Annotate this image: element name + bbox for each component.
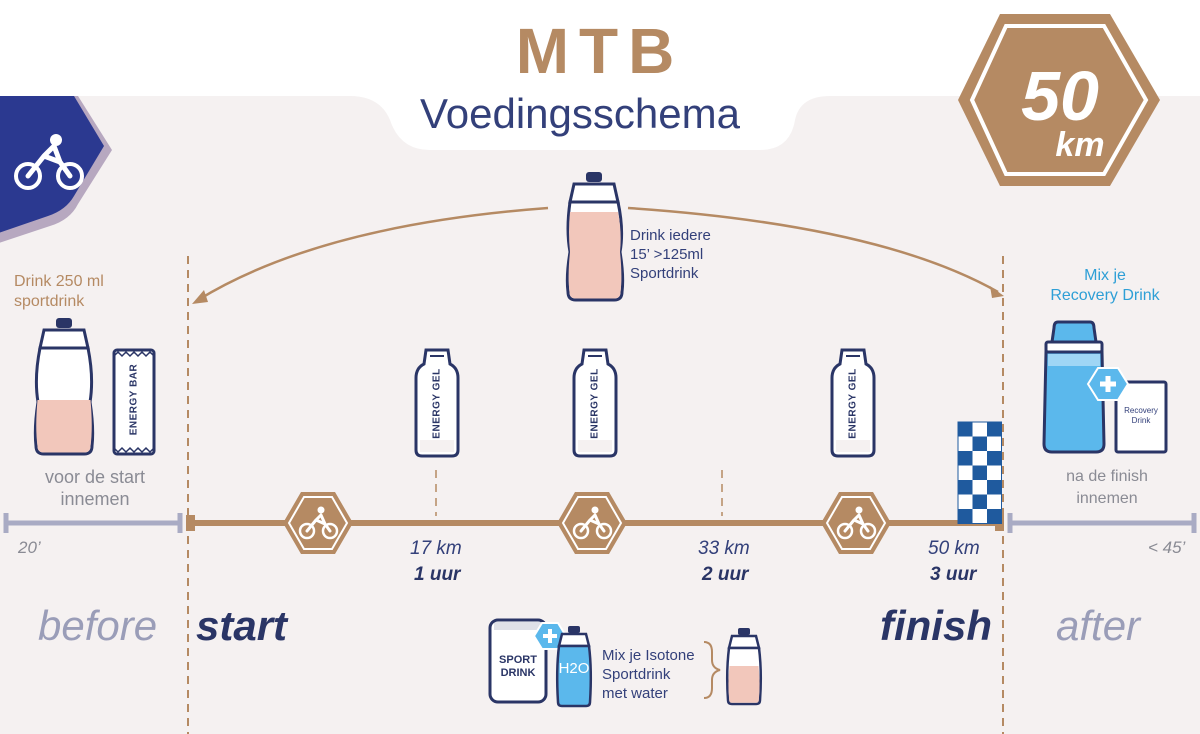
energy-bar-icon [112,348,156,456]
before-time: 20’ [18,538,41,557]
bike-badge [0,96,112,243]
bottle-icon [33,318,95,456]
phase-finish: finish [880,602,992,649]
after-instruction: Mix je Recovery Drink [1050,267,1160,304]
milestone-time: 2 uur [702,564,749,585]
bottle-icon [565,172,625,302]
shaker-icon [1042,320,1106,454]
bottle-icon [725,628,763,706]
sport-drink-tub-icon [488,618,548,704]
milestone-km: 33 km [698,538,750,559]
energy-bar-label: ENERGY BAR [128,363,140,436]
distance-value: 50 [1021,57,1099,135]
checkered-flag-icon [957,421,1002,524]
energy-gel-label: ENERGY GEL [431,368,443,439]
page-title: MTB [515,15,685,87]
water-bottle-icon [555,626,593,708]
recovery-pack-label: Recovery Drink [1124,406,1158,425]
milestone-time: 1 uur [414,564,461,585]
bike-markers [283,492,891,554]
before-instruction: Drink 250 ml sportdrink [14,273,104,310]
phase-dividers [187,256,1004,734]
sport-drink-label: SPORT DRINK [499,654,537,679]
energy-gel-icon [830,348,876,458]
energy-gels [414,348,876,458]
brace [703,641,721,699]
distance-badge [958,14,1160,186]
milestone-km: 17 km [410,538,462,559]
mix-instruction: Mix je Isotone Sportdrink met water [602,647,695,702]
after-time: < 45’ [1148,538,1186,557]
page-subtitle: Voedingsschema [420,90,740,137]
phase-start: start [196,602,288,649]
energy-gel-icon [572,348,618,458]
distance-unit: km [1055,126,1105,164]
plus-icon [1086,367,1130,401]
bike-icon [14,134,84,190]
phase-before: before [38,602,158,649]
recovery-pack-icon [1114,380,1168,454]
milestone-time: 3 uur [930,564,977,585]
bike-icon [821,492,891,554]
bike-icon [283,492,353,554]
phase-after: after [1056,602,1141,649]
after-caption: na de finish innemen [1066,468,1148,507]
energy-gel-icon [414,348,460,458]
arrow-icon [192,206,1004,304]
water-label: H2O [558,660,590,677]
bike-icon [557,492,627,554]
energy-gel-label: ENERGY GEL [847,368,859,439]
drink-instruction: Drink iedere 15’ >125ml Sportdrink [630,227,711,282]
energy-gel-label: ENERGY GEL [589,368,601,439]
before-caption: voor de start innemen [44,467,146,509]
milestone-km: 50 km [928,538,980,559]
